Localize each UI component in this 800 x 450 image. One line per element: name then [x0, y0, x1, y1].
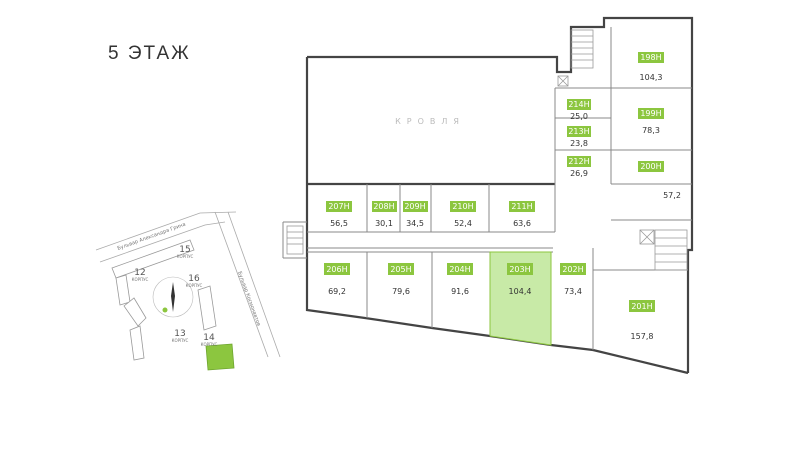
unit-area: 23,8: [570, 139, 588, 148]
unit-198[interactable]: 198Н 104,3: [638, 52, 664, 82]
building-14-highlight[interactable]: [205, 343, 235, 371]
unit-label-badge: [638, 108, 664, 119]
unit-area: 34,5: [406, 219, 424, 228]
plan-stairs: [286, 29, 688, 271]
unit-label-badge: [403, 201, 428, 212]
unit-205[interactable]: 205Н 79,6: [388, 263, 414, 296]
compass-marker-icon: [162, 307, 168, 313]
unit-area: 63,6: [513, 219, 531, 228]
floor-title: 5 ЭТАЖ: [108, 43, 191, 64]
unit-label-badge: [638, 161, 664, 172]
unit-label: 202Н: [562, 265, 583, 274]
unit-label: 208Н: [373, 202, 394, 211]
unit-area: 25,0: [570, 112, 588, 121]
unit-label: 198Н: [640, 53, 661, 62]
unit-212[interactable]: 212Н 26,9: [567, 156, 591, 178]
unit-label-badge: [638, 52, 664, 63]
unit-label: 203Н: [509, 265, 530, 274]
roof-label: КРОВЛЯ: [395, 117, 465, 126]
building-13-number: 13: [174, 329, 185, 339]
unit-label-badge: [629, 300, 655, 312]
unit-area: 73,4: [564, 287, 582, 296]
unit-label: 200Н: [640, 162, 661, 171]
unit-label-badge: [450, 201, 476, 212]
unit-area: 91,6: [451, 287, 469, 296]
building-12-number: 12: [134, 268, 145, 278]
unit-199[interactable]: 199Н 78,3: [638, 108, 664, 135]
unit-201[interactable]: 201Н 157,8: [629, 300, 655, 341]
unit-area: 57,2: [663, 191, 681, 200]
unit-label: 207Н: [328, 202, 349, 211]
unit-209[interactable]: 209Н 34,5: [403, 201, 428, 228]
plan-inner-walls: [282, 27, 692, 350]
building-caption: КОРПУС: [186, 283, 203, 288]
building-caption: КОРПУС: [201, 342, 218, 347]
unit-207[interactable]: 207Н 56,5: [326, 201, 352, 228]
unit-213[interactable]: 213Н 23,8: [567, 126, 591, 148]
unit-202[interactable]: 202Н 73,4: [560, 263, 586, 296]
unit-label: 210Н: [452, 202, 473, 211]
unit-label: 209Н: [404, 202, 425, 211]
unit-label-badge: [388, 263, 414, 275]
unit-label: 199Н: [640, 109, 661, 118]
unit-210[interactable]: 210Н 52,4: [450, 201, 476, 228]
unit-area: 52,4: [454, 219, 472, 228]
street-label-right: Бульвар Космонавтов: [236, 271, 261, 327]
unit-label-badge: [507, 263, 533, 275]
compass-ring: [152, 276, 194, 318]
building-15-number: 15: [179, 245, 190, 255]
building-14-number: 14: [203, 333, 215, 343]
unit-211[interactable]: 211Н 63,6: [509, 201, 535, 228]
unit-label-badge: [567, 156, 591, 167]
unit-area: 26,9: [570, 169, 588, 178]
unit-label-badge: [567, 99, 591, 110]
building-caption: КОРПУС: [132, 277, 149, 282]
building-caption: КОРПУС: [172, 338, 189, 343]
unit-area: 78,3: [642, 126, 660, 135]
unit-label: 201Н: [631, 302, 652, 311]
unit-label: 214Н: [568, 100, 589, 109]
unit-208[interactable]: 208Н 30,1: [372, 201, 397, 228]
unit-206[interactable]: 206Н 69,2: [324, 263, 350, 296]
unit-203-highlight: [489, 251, 552, 346]
unit-area: 104,3: [640, 73, 663, 82]
unit-label-badge: [326, 201, 352, 212]
unit-204[interactable]: 204Н 91,6: [447, 263, 473, 296]
unit-203-selected[interactable]: 203Н 104,4: [489, 251, 552, 346]
unit-label-badge: [509, 201, 535, 212]
unit-label: 213Н: [568, 127, 589, 136]
unit-label: 212Н: [568, 157, 589, 166]
unit-214[interactable]: 214Н 25,0: [567, 99, 591, 121]
compass-icon: [171, 282, 175, 312]
site-buildings: [111, 239, 217, 361]
unit-area: 56,5: [330, 219, 348, 228]
site-streets: [95, 211, 281, 358]
unit-area: 69,2: [328, 287, 346, 296]
unit-area: 79,6: [392, 287, 410, 296]
unit-label-badge: [324, 263, 350, 275]
unit-label-badge: [372, 201, 397, 212]
building-caption: КОРПУС: [177, 254, 194, 259]
unit-area: 30,1: [375, 219, 393, 228]
unit-label: 204Н: [449, 265, 470, 274]
unit-label-badge: [567, 126, 591, 137]
unit-200[interactable]: 200Н 57,2: [638, 161, 681, 200]
unit-label: 211Н: [511, 202, 532, 211]
unit-area: 157,8: [631, 332, 654, 341]
building-16-number: 16: [188, 274, 200, 284]
unit-label-badge: [560, 263, 586, 275]
unit-label-badge: [447, 263, 473, 275]
unit-label: 205Н: [390, 265, 411, 274]
unit-label: 206Н: [326, 265, 347, 274]
unit-area: 104,4: [509, 287, 532, 296]
